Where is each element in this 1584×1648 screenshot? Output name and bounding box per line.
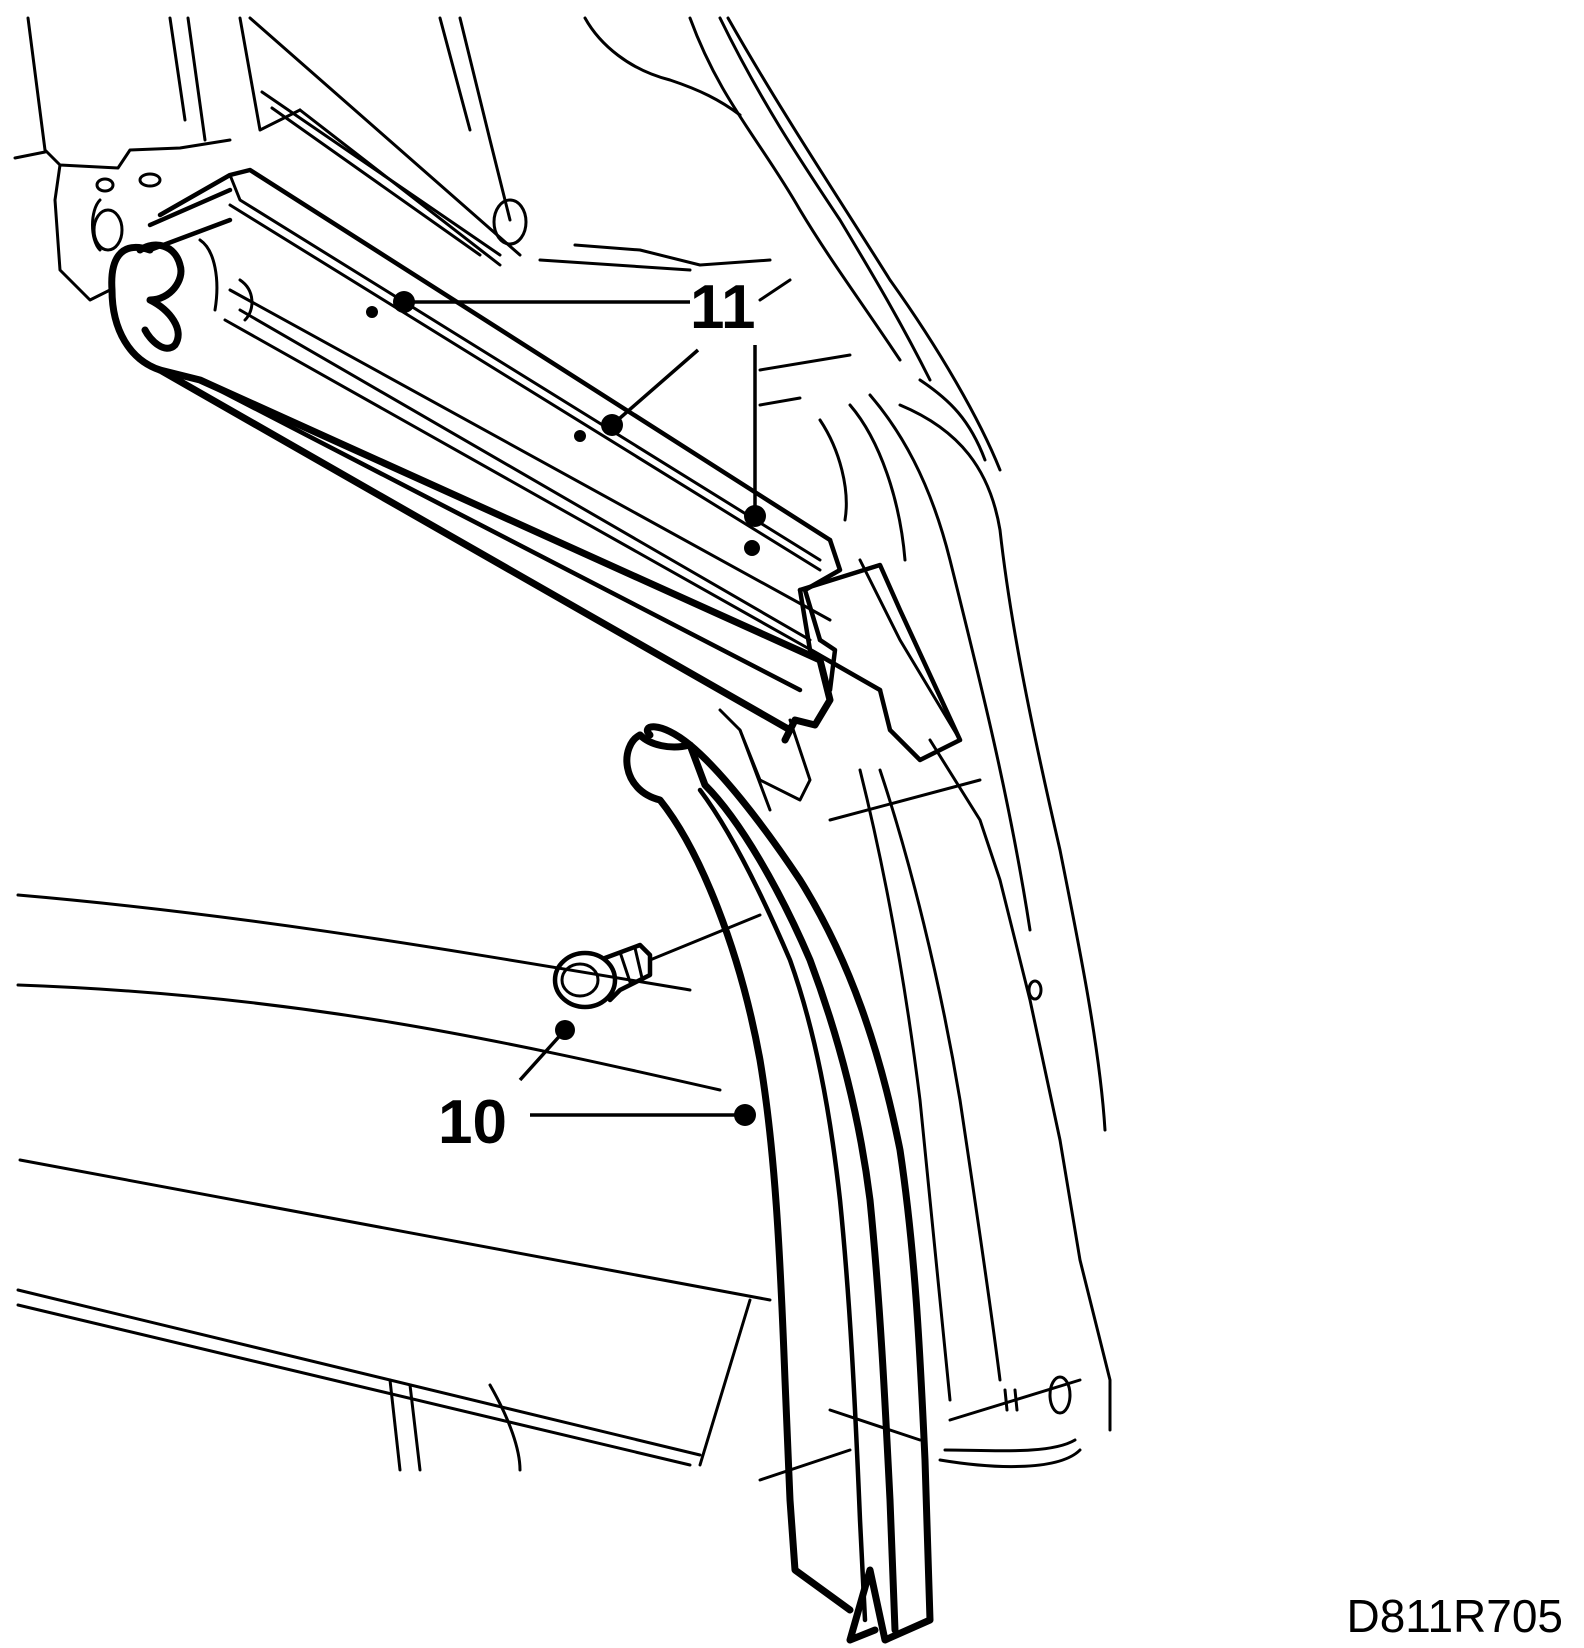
roof-structure [13,16,1002,472]
callout-11-label: 11 [690,273,756,342]
a-pillar-structure [797,378,1112,1469]
figure-id: D811R705 [1346,1590,1563,1642]
a-pillar-trim-panel [623,708,934,1644]
door-structure [16,893,922,1482]
screw [552,913,762,1010]
callout-leaders [366,291,766,1126]
callout-10-label: 10 [438,1088,507,1157]
upper-trim-rail [108,167,843,744]
